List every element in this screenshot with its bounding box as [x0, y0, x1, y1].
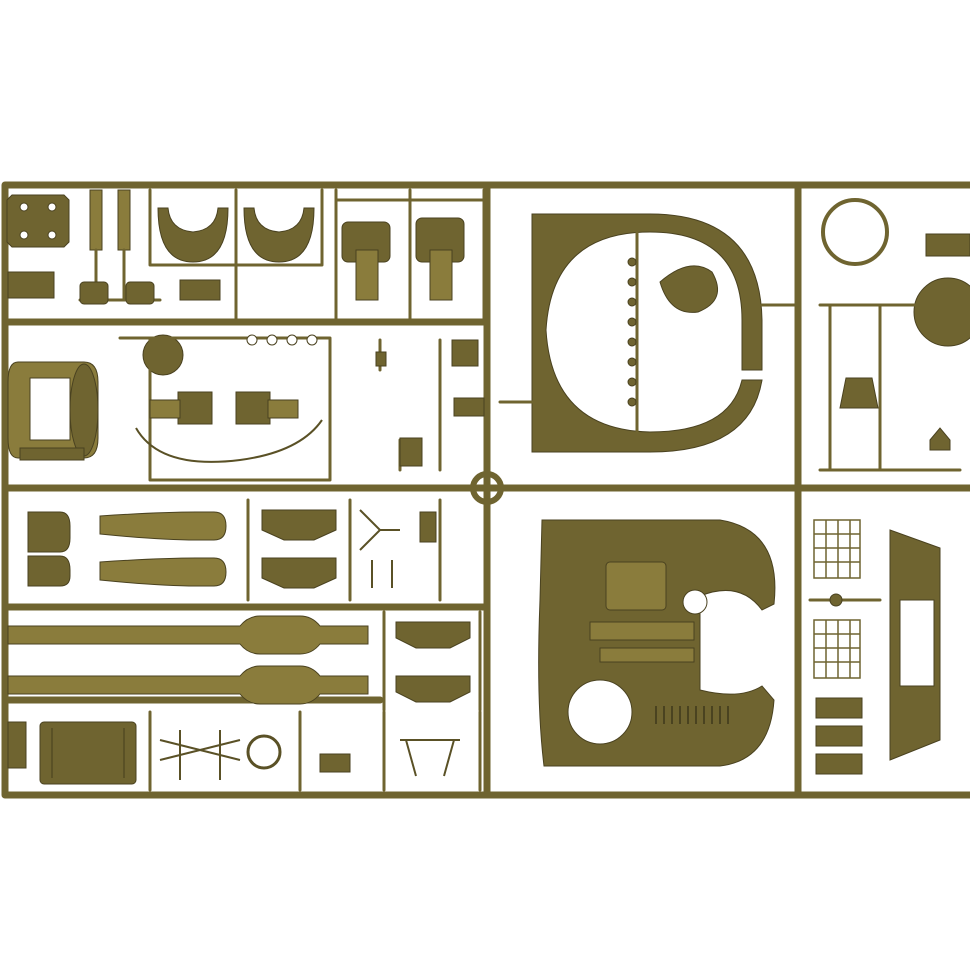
turret-roof-part: [538, 519, 776, 767]
short-barrel-parts: [99, 511, 227, 587]
half-dome-cover-right: [243, 207, 315, 263]
armor-plate-part: [889, 529, 941, 761]
small-detail-parts: [359, 498, 442, 602]
storage-box-part: [39, 721, 137, 785]
mount-assembly: [118, 334, 332, 482]
top-gates: [148, 188, 324, 324]
track-link-parts: [815, 697, 863, 775]
long-barrel-lower: [7, 665, 369, 705]
ring-hatch-part: [818, 198, 970, 472]
long-barrel-upper: [7, 615, 369, 655]
mesh-grille-parts: [808, 519, 882, 679]
square-plate-part: [6, 194, 70, 248]
bracket-part: [179, 279, 221, 301]
twin-post-parts: [78, 189, 162, 305]
periscope-parts: [334, 188, 486, 324]
antenna-parts: [375, 338, 485, 472]
drum-part: [7, 361, 99, 461]
half-dome-cover-left: [157, 207, 229, 263]
sprue-frame: [1, 181, 970, 799]
turret-ring-part: [498, 213, 800, 453]
bracket-frame-parts: [246, 498, 352, 602]
side-bracket-parts: [382, 610, 482, 712]
small-plate-part: [7, 721, 27, 769]
mantlet-parts: [27, 511, 71, 587]
small-block-part: [7, 271, 55, 299]
wire-detail-parts: [148, 710, 482, 792]
